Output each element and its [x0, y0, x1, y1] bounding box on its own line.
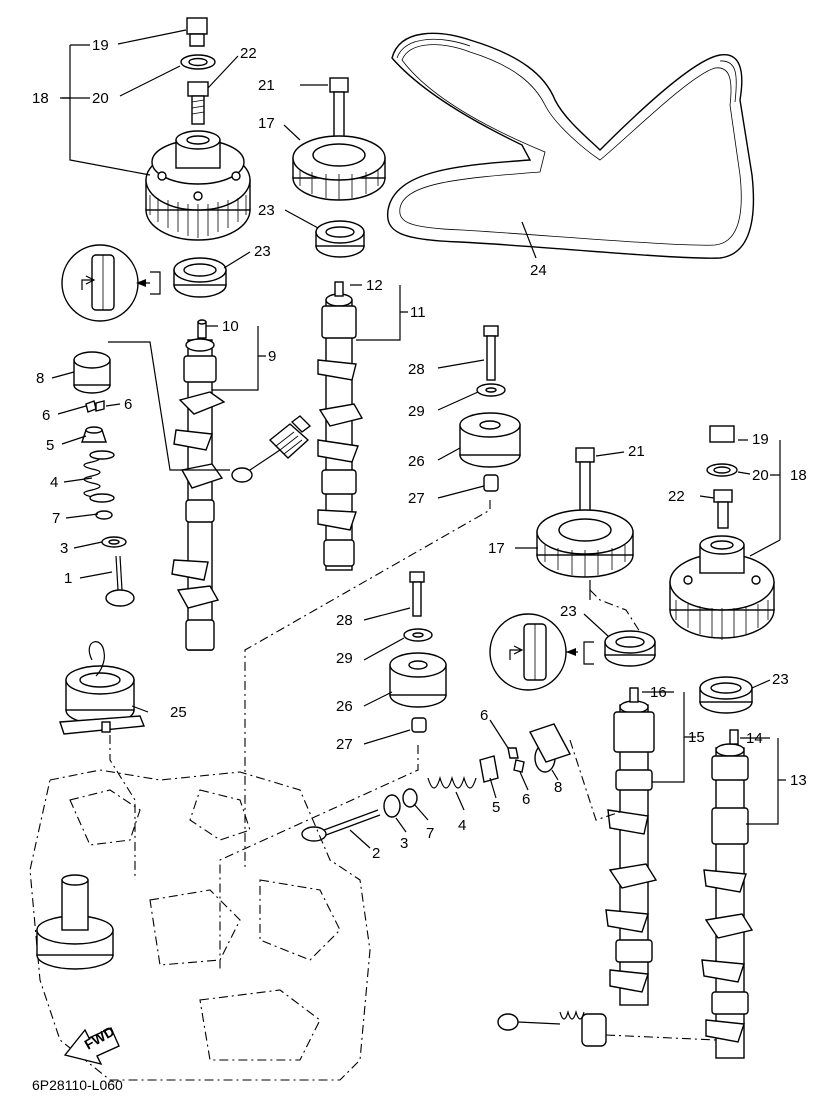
callout-labels: 19 20 18 22 21 17 23 23 24 12 11 10 9 8 … — [32, 37, 807, 862]
callout: 29 — [336, 650, 353, 667]
callout: 5 — [46, 437, 54, 454]
callout: 6 — [124, 396, 132, 413]
callout: 24 — [530, 262, 547, 279]
tensioner-pulley — [59, 641, 145, 735]
callout: 22 — [240, 45, 257, 62]
callout: 23 — [560, 603, 577, 620]
sprocket-assembly-right — [669, 425, 775, 640]
camshaft-13 — [701, 729, 754, 1059]
callout: 19 — [92, 37, 109, 54]
callout: 6 — [42, 407, 50, 424]
callout: 3 — [60, 540, 68, 557]
callout: 12 — [366, 277, 383, 294]
callout: 10 — [222, 318, 239, 335]
callout: 14 — [746, 730, 763, 747]
camshaft-exhaust-center — [317, 281, 364, 571]
detail-inset-right — [489, 613, 594, 691]
valve-spring-assembly-right — [497, 1009, 607, 1047]
callout: 22 — [668, 488, 685, 505]
callout: 28 — [408, 361, 425, 378]
callout: 18 — [32, 90, 49, 107]
callout: 4 — [458, 817, 466, 834]
callout: 20 — [752, 467, 769, 484]
cylinder-head — [29, 769, 371, 1081]
idler-lower — [389, 571, 447, 733]
camshaft-intake-left — [171, 319, 226, 651]
callout: 17 — [258, 115, 275, 132]
callout: 13 — [790, 772, 807, 789]
callout: 1 — [64, 570, 72, 587]
callout: 4 — [50, 474, 58, 491]
callout: 23 — [258, 202, 275, 219]
callout: 18 — [790, 467, 807, 484]
callout: 28 — [336, 612, 353, 629]
callout: 20 — [92, 90, 109, 107]
detail-inset-left — [61, 244, 161, 322]
callout: 29 — [408, 403, 425, 420]
callout: 21 — [628, 443, 645, 460]
callout: 15 — [688, 729, 705, 746]
idler-upper — [459, 325, 521, 492]
callout: 7 — [52, 510, 60, 527]
callout: 17 — [488, 540, 505, 557]
valve-spring-assembly-left — [231, 415, 312, 483]
callout: 11 — [410, 304, 426, 321]
leader-lines — [51, 29, 786, 1041]
diagram-code: 6P28110-L060 — [32, 1077, 123, 1093]
callout: 5 — [492, 799, 500, 816]
callout: 25 — [170, 704, 187, 721]
timing-belt — [386, 32, 755, 259]
camshaft-15 — [605, 687, 658, 1006]
cam-sprocket-right — [536, 447, 634, 578]
oil-seal-center — [315, 220, 365, 258]
callout: 16 — [650, 684, 667, 701]
cam-sprocket-center — [292, 77, 386, 201]
callout: 8 — [36, 370, 44, 387]
oil-seal-upper-left — [173, 257, 227, 298]
callout: 6 — [480, 707, 488, 724]
callout: 9 — [268, 348, 276, 365]
callout: 7 — [426, 825, 434, 842]
callout: 19 — [752, 431, 769, 448]
oil-seal-right-center — [604, 630, 656, 667]
sprocket-assembly-left — [145, 17, 251, 241]
callout: 27 — [336, 736, 353, 753]
callout: 8 — [554, 779, 562, 796]
callout: 26 — [336, 698, 353, 715]
callout: 21 — [258, 77, 275, 94]
callout: 23 — [254, 243, 271, 260]
valve-parts-left-stack — [73, 351, 135, 607]
callout: 23 — [772, 671, 789, 688]
callout: 26 — [408, 453, 425, 470]
callout: 2 — [372, 845, 380, 862]
callout: 6 — [522, 791, 530, 808]
callout: 27 — [408, 490, 425, 507]
callout: 3 — [400, 835, 408, 852]
oil-seal-right — [699, 676, 753, 714]
valve-parts-center — [301, 723, 572, 842]
